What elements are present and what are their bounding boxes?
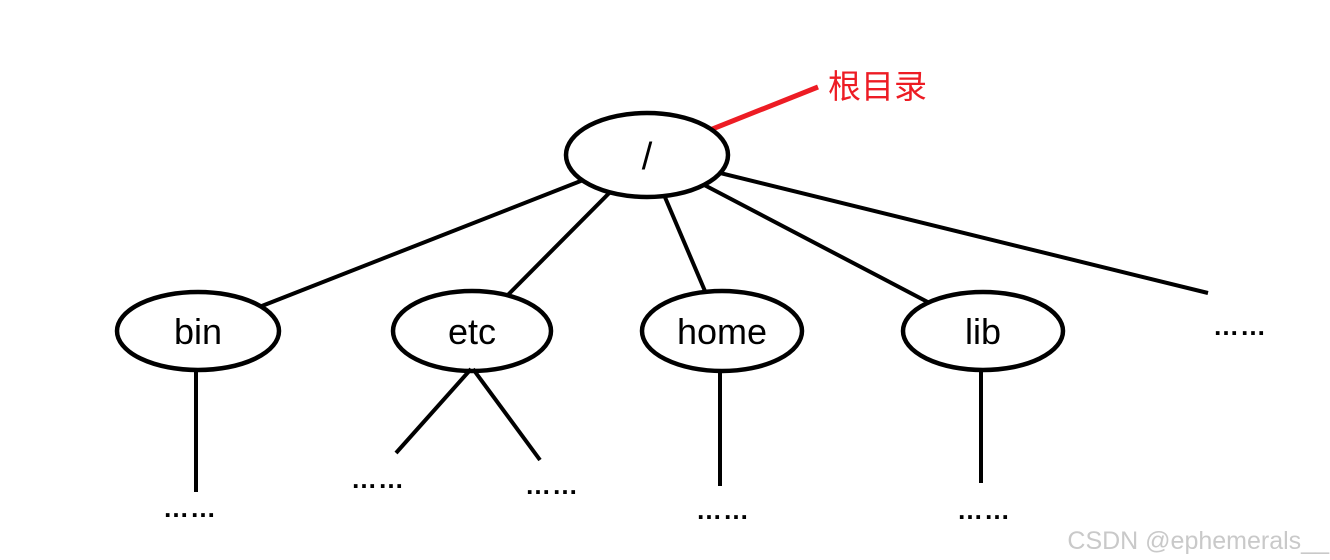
node-root-label: /	[642, 136, 653, 178]
node-lib-label: lib	[965, 311, 1001, 352]
ellipsis-lib-child: ……	[957, 495, 1011, 525]
ellipsis-etc-child-left: ……	[351, 464, 405, 494]
edge-root-more-siblings	[646, 153, 1209, 295]
watermark: CSDN @ephemerals__	[1067, 527, 1330, 555]
ellipsis-bin-child: ……	[163, 493, 217, 523]
node-bin-label: bin	[174, 311, 222, 352]
node-home-label: home	[677, 311, 767, 352]
ellipsis-etc-child-right: ……	[525, 470, 579, 500]
annotation-root-directory-label: 根目录	[828, 68, 927, 105]
node-root	[563, 110, 731, 200]
edge-etc-child-left	[394, 367, 473, 455]
edge-etc-child-right	[471, 367, 542, 462]
ellipsis-more-siblings: ……	[1213, 311, 1267, 341]
ellipsis-home-child: ……	[696, 495, 750, 525]
edge-root-bin	[197, 153, 648, 333]
node-etc-label: etc	[448, 311, 496, 352]
